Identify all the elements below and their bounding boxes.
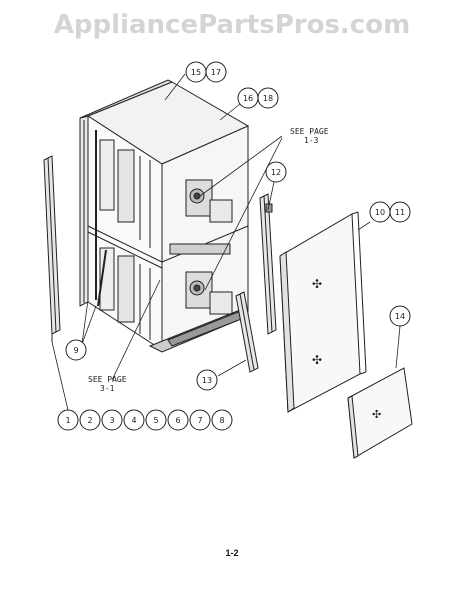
callout-12: 12	[271, 168, 281, 177]
see-page-note-bottom-line2: 3-1	[100, 384, 115, 393]
lower-panel-14: ✣	[347, 367, 413, 459]
callout-9: 9	[73, 346, 78, 355]
callout-13: 13	[202, 376, 212, 385]
see-page-note-top-line2: 1-3	[304, 136, 319, 145]
page-number: 1-2	[225, 548, 238, 558]
callout-3: 3	[109, 416, 114, 425]
callout-14: 14	[395, 312, 405, 321]
callout-1: 1	[65, 416, 70, 425]
callout-2: 2	[87, 416, 92, 425]
left-trim-strip	[43, 155, 61, 342]
callout-11: 11	[395, 208, 405, 217]
see-page-note-bottom-line1: SEE PAGE	[88, 375, 127, 384]
see-page-note-top-line1: SEE PAGE	[290, 127, 329, 136]
callout-17: 17	[211, 68, 221, 77]
oven-cabinet	[79, 79, 250, 353]
callout-16: 16	[243, 94, 253, 103]
callout-4: 4	[131, 416, 136, 425]
callout-6: 6	[175, 416, 180, 425]
callout-circles	[57, 61, 411, 431]
side-trim-12	[259, 193, 277, 335]
side-panel-10-11: ✣ ✣	[279, 211, 367, 413]
logo-mark-lower-icon: ✣	[312, 353, 322, 367]
callout-7: 7	[197, 416, 202, 425]
callout-15: 15	[191, 68, 201, 77]
side-trim-13	[235, 291, 259, 373]
logo-mark-small-icon: ✣	[372, 409, 381, 421]
leader-lines	[51, 73, 401, 411]
callout-10: 10	[375, 208, 385, 217]
callout-5: 5	[153, 416, 158, 425]
callout-18: 18	[263, 94, 273, 103]
watermark-text: AppliancePartsPros.com	[53, 10, 411, 40]
logo-mark-upper-icon: ✣	[312, 277, 322, 291]
callout-8: 8	[219, 416, 224, 425]
